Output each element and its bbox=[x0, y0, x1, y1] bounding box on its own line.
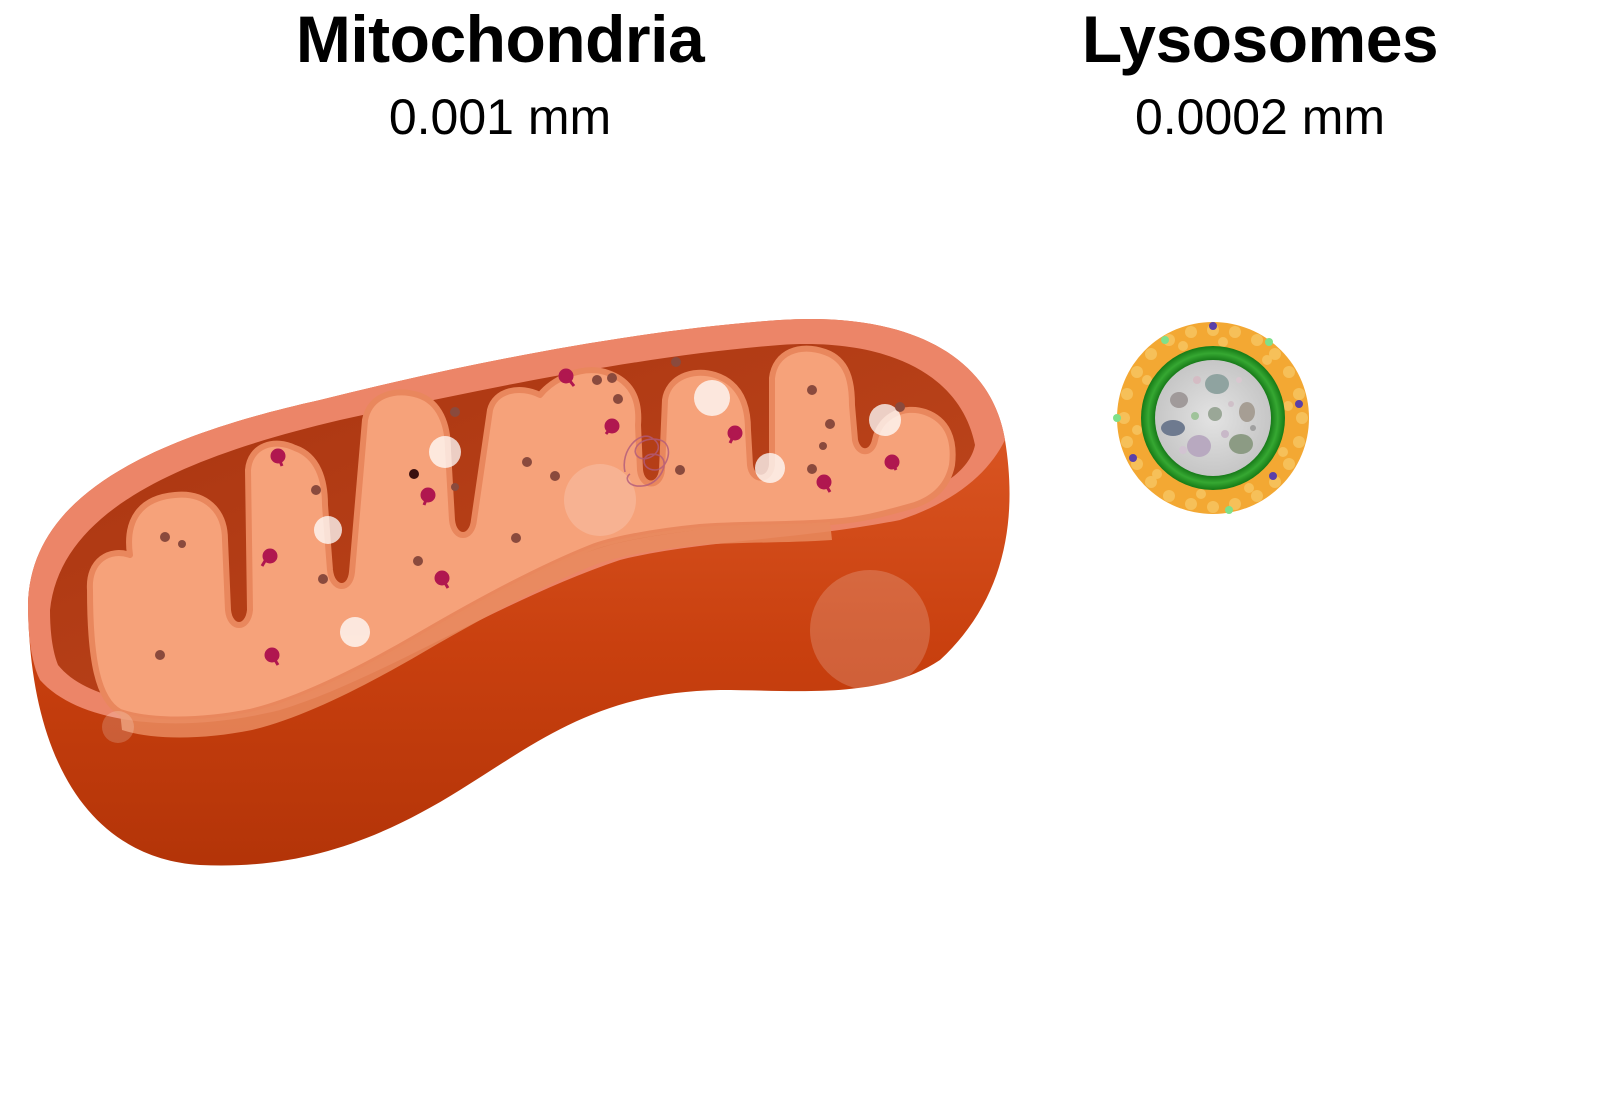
mito-black-particle bbox=[409, 469, 419, 479]
mito-dna-icon bbox=[623, 435, 670, 487]
mitochondria-label: Mitochondria 0.001 mm bbox=[280, 0, 720, 148]
mito-cristae bbox=[86, 345, 956, 723]
mitochondrion-illustration bbox=[28, 318, 1010, 866]
mitochondria-title: Mitochondria bbox=[295, 2, 705, 76]
mito-soft-glows bbox=[102, 464, 930, 743]
lyso-membrane-proteins bbox=[1113, 322, 1303, 514]
lysosome-label: Lysosomes 0.0002 mm bbox=[1040, 0, 1480, 148]
lysosome-illustration bbox=[1113, 322, 1309, 514]
lyso-inclusions bbox=[1161, 374, 1256, 457]
mitochondria-size: 0.001 mm bbox=[388, 89, 612, 145]
mito-highlights bbox=[314, 380, 901, 647]
lysosome-size: 0.0002 mm bbox=[1134, 89, 1386, 145]
lysosome-title: Lysosomes bbox=[1081, 2, 1439, 76]
mito-dark-particles bbox=[155, 357, 905, 660]
lyso-membrane-dots bbox=[1118, 324, 1308, 513]
mito-atp-particles bbox=[260, 368, 900, 666]
